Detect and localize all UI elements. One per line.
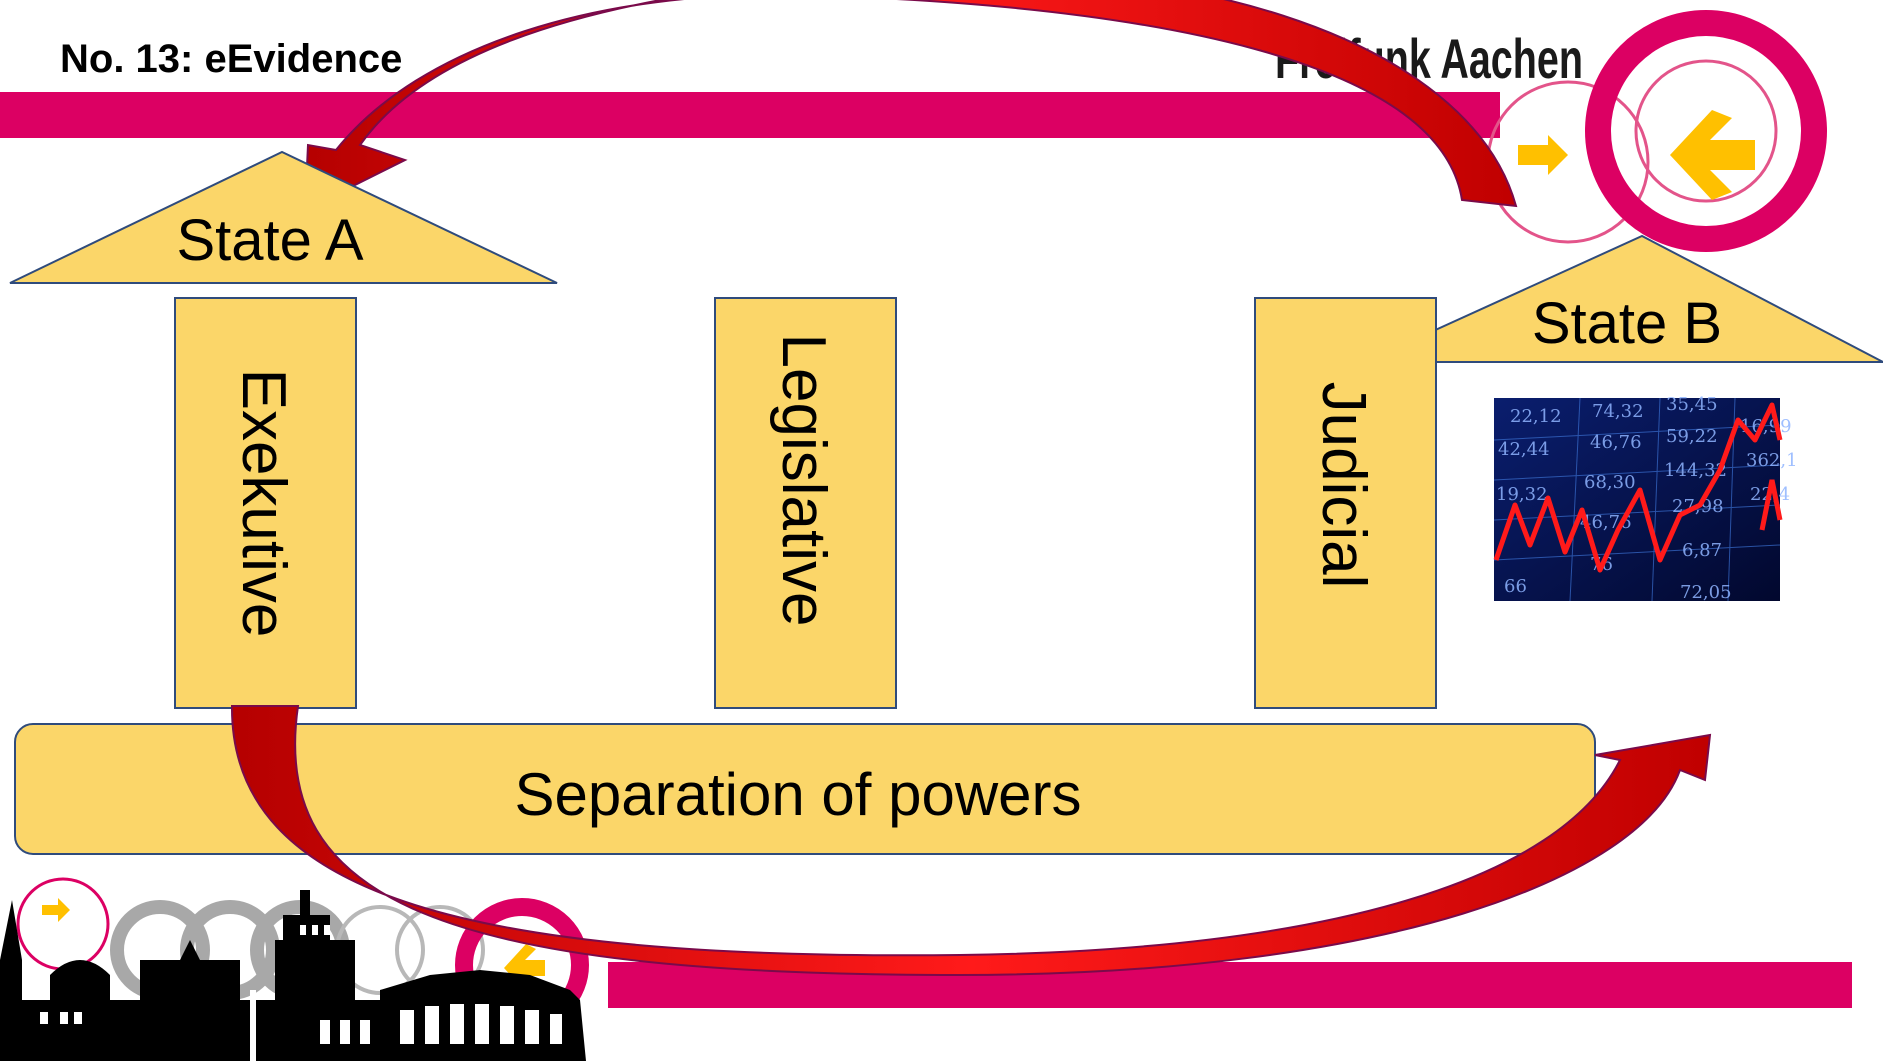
stock-number: 6,87 [1682, 540, 1722, 561]
stock-number: 19,32 [1496, 484, 1548, 505]
header-band [0, 92, 1500, 138]
stock-number: 72,05 [1680, 582, 1732, 603]
state-a-label: State A [176, 208, 363, 273]
stock-number: 46,76 [1590, 432, 1642, 453]
pillar-legislative [714, 297, 897, 709]
stock-trend-line [1493, 402, 1783, 573]
pillar-legislative-label: Legislative [769, 334, 838, 627]
transfer-arrow-lower [230, 705, 1712, 977]
stock-number: 362,1 [1746, 450, 1798, 471]
slide-title: No. 13: eEvidence [60, 37, 402, 81]
foundation-label: Separation of powers [514, 761, 1081, 828]
logo-arrow-right-icon [1518, 135, 1568, 175]
stock-number: 74,32 [1592, 401, 1644, 422]
stock-number: 144,32 [1664, 460, 1727, 481]
state-b-label: State B [1532, 291, 1722, 356]
state-a-roof [9, 150, 558, 284]
pillar-judicial-label: Judicial [1309, 382, 1378, 589]
aachen-skyline-logo [0, 877, 589, 1061]
stock-number: 66 [1504, 576, 1527, 597]
freifunk-logo [1486, 10, 1827, 252]
stock-number: 42,44 [1498, 439, 1550, 460]
pillar-exekutive [174, 297, 357, 709]
state-b-roof [1364, 234, 1883, 363]
logo-arrow-left-icon [1670, 110, 1755, 200]
stock-number: 59,22 [1666, 426, 1718, 447]
stock-number: 35,45 [1666, 394, 1718, 415]
stock-number: 68,30 [1584, 472, 1636, 493]
stock-market-image: 22,12 74,32 35,45 42,44 46,76 59,22 16,9… [1493, 394, 1798, 603]
pillar-judicial [1254, 297, 1437, 709]
pillar-exekutive-label: Exekutive [229, 369, 298, 638]
skyline-arrow-right-icon [42, 898, 70, 922]
foundation-box [14, 723, 1596, 855]
stock-number: 22,12 [1510, 406, 1562, 427]
skyline-arrow-left-icon [504, 944, 545, 992]
